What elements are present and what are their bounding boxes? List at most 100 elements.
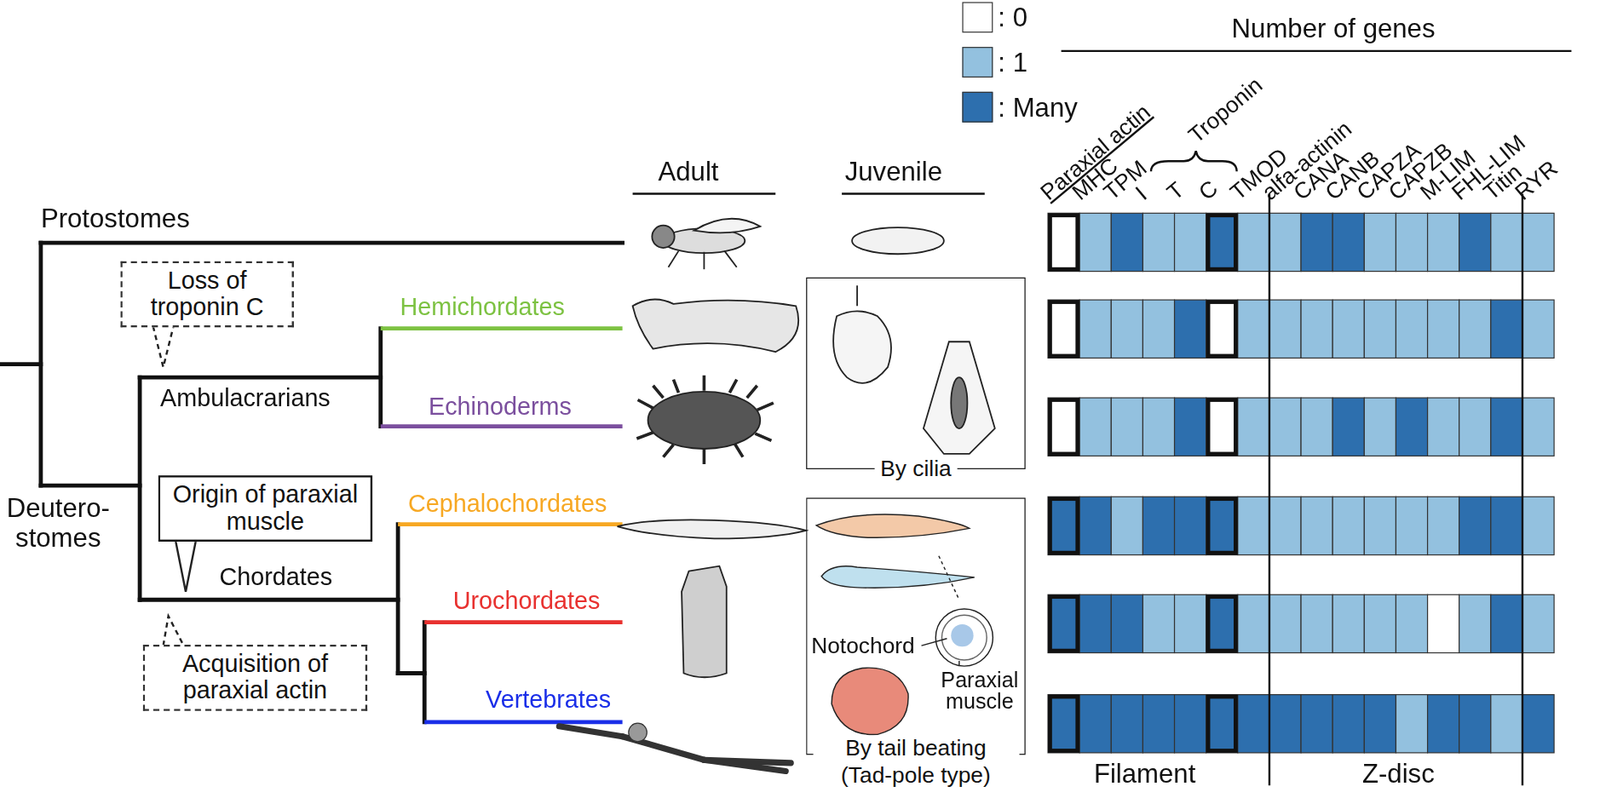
text-label: Hemichordates (399, 293, 565, 322)
highlight-cell (1049, 302, 1077, 357)
gene-count-cell (1110, 594, 1143, 653)
text-label: Juvenile (845, 156, 943, 186)
gene-count-cell (1490, 397, 1523, 456)
highlight-cell (1049, 215, 1077, 270)
node-text: By tail beating (Tad-pole type) (812, 736, 1019, 789)
gene-count-cell (1269, 496, 1301, 555)
callout-pointer (163, 615, 185, 646)
gene-count-cell (1490, 212, 1523, 271)
gene-count-cell (1237, 212, 1270, 271)
gene-count-cell (1206, 695, 1238, 754)
gene-count-cell (1490, 594, 1523, 653)
gene-count-cell (1110, 695, 1143, 754)
gene-count-cell (1079, 212, 1111, 271)
callout-pointer (175, 541, 196, 593)
node-text: Origin of paraxial muscle (168, 481, 363, 536)
callout-box: Acquisition of paraxial actin (143, 644, 368, 712)
gene-count-cell (1364, 496, 1396, 555)
gene-count-cell (1300, 299, 1333, 358)
text-label: Echinoderms (428, 393, 572, 421)
gene-count-cell (1332, 397, 1365, 456)
gene-count-cell (1142, 212, 1175, 271)
juvenile-panel: By tail beating (Tad-pole type)Notochord… (805, 497, 1026, 755)
gene-count-cell (1364, 695, 1396, 754)
node-text: Acquisition of paraxial actin (153, 650, 358, 705)
column-header: RYR (1510, 155, 1563, 206)
gene-count-cell (1522, 695, 1554, 754)
highlight-cell (1049, 597, 1077, 651)
callout-pointer (153, 326, 174, 368)
node-text: By cilia (874, 455, 958, 483)
gene-count-cell (1142, 397, 1175, 456)
gene-count-cell (1300, 594, 1333, 653)
gene-count-cell (1395, 496, 1428, 555)
group-header: Troponin (1184, 72, 1268, 148)
gene-count-cell (1269, 695, 1301, 754)
gene-count-cell (1332, 212, 1365, 271)
gene-count-cell (1364, 212, 1396, 271)
gene-count-cell (1237, 299, 1270, 358)
text-label: Filament (1093, 759, 1196, 789)
gene-count-cell (1490, 299, 1523, 358)
text-label: Vertebrates (485, 686, 611, 714)
gene-count-cell (1364, 594, 1396, 653)
text-label: Number of genes (1231, 14, 1436, 44)
gene-count-cell (1047, 299, 1080, 358)
highlight-cell (1208, 399, 1236, 454)
legend-swatch (961, 1, 993, 33)
highlight-cell (1208, 215, 1236, 270)
legend-swatch (961, 92, 993, 123)
gene-count-cell (1395, 594, 1428, 653)
highlight-cell (1208, 696, 1236, 751)
gene-count-cell (1237, 695, 1270, 754)
text-label: Z-disc (1362, 759, 1435, 789)
text-label: Urochordates (453, 587, 601, 616)
callout-box: Loss of troponin C (120, 261, 294, 329)
gene-count-cell (1079, 695, 1111, 754)
gene-count-cell (1110, 212, 1143, 271)
gene-count-cell (1427, 594, 1460, 653)
gene-count-cell (1110, 397, 1143, 456)
gene-count-cell (1522, 299, 1554, 358)
gene-count-cell (1174, 594, 1207, 653)
gene-count-cell (1206, 212, 1238, 271)
highlight-cell (1049, 399, 1077, 454)
gene-count-cell (1332, 496, 1365, 555)
gene-count-cell (1079, 299, 1111, 358)
gene-count-cell (1300, 695, 1333, 754)
gene-count-cell (1332, 299, 1365, 358)
gene-count-cell (1206, 299, 1238, 358)
legend-swatch (961, 46, 993, 78)
legend-text: : 1 (997, 47, 1028, 77)
node-text: Loss of troponin C (130, 267, 284, 322)
gene-count-cell (1459, 212, 1491, 271)
gene-count-cell (1459, 695, 1491, 754)
gene-count-cell (1110, 496, 1143, 555)
gene-count-cell (1490, 496, 1523, 555)
gene-count-cell (1332, 594, 1365, 653)
gene-count-cell (1206, 594, 1238, 653)
highlight-cell (1208, 499, 1236, 553)
gene-count-cell (1459, 397, 1491, 456)
gene-count-cell (1110, 299, 1143, 358)
part-label: Notochord (811, 633, 916, 659)
highlight-cell (1049, 499, 1077, 553)
text-label: Deutero- stomes (1, 494, 115, 553)
gene-count-cell (1142, 496, 1175, 555)
gene-count-cell (1079, 496, 1111, 555)
text-label: Cephalochordates (408, 490, 607, 518)
gene-count-cell (1395, 212, 1428, 271)
text-label: Adult (658, 156, 720, 186)
column-header: C (1194, 176, 1223, 206)
gene-count-cell (1300, 212, 1333, 271)
gene-count-cell (1364, 299, 1396, 358)
gene-count-cell (1047, 496, 1080, 555)
gene-count-cell (1237, 594, 1270, 653)
part-label: Paraxial muscle (938, 669, 1022, 713)
gene-count-cell (1300, 397, 1333, 456)
gene-count-cell (1364, 397, 1396, 456)
gene-count-cell (1079, 594, 1111, 653)
column-header: I (1131, 182, 1152, 206)
highlight-cell (1208, 302, 1236, 357)
